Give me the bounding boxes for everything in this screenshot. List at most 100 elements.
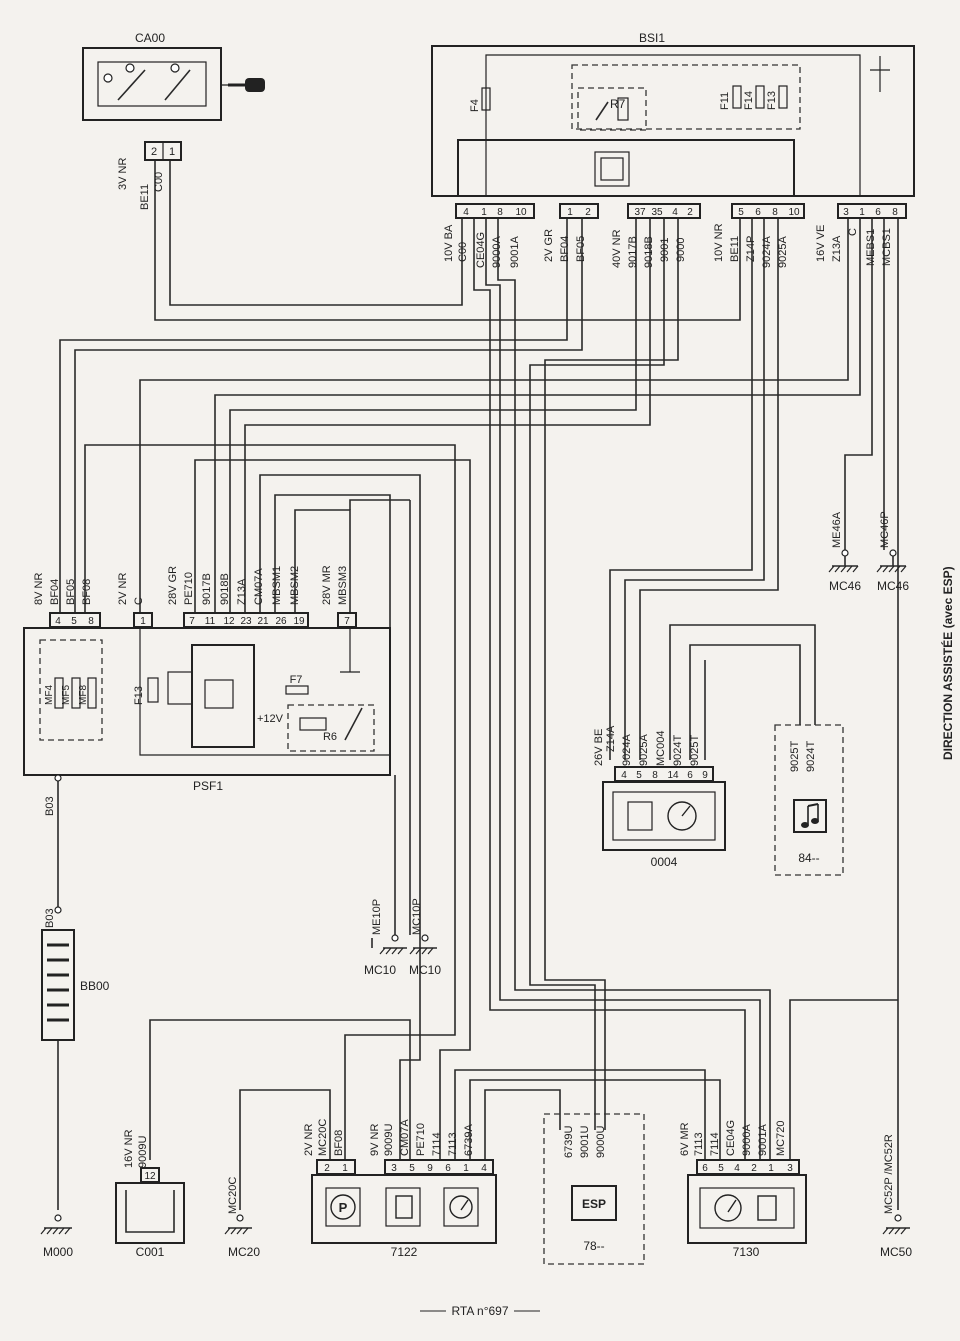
psf1-wire-label: Z13A (236, 578, 248, 605)
psf1-wire-label: BF04 (49, 579, 61, 605)
c7130-pin: 1 (768, 1163, 774, 1174)
bsi1-wire-label: 9001A (509, 236, 521, 268)
instrument-cluster-0004: 26V BE Z14A 9024A 9025A MC004 9024T 9025… (593, 725, 726, 869)
bsi1-connector-label: 10V BA (443, 224, 455, 262)
music-note-icon (801, 803, 819, 828)
c78-title: 78-- (583, 1239, 604, 1253)
bsi1-fuse-label: F11 (719, 92, 731, 110)
bsi1-pin: 5 (738, 207, 744, 218)
c7122-pin: 1 (463, 1163, 469, 1174)
parking-icon: P (330, 1194, 356, 1220)
bsi1-pin: 1 (859, 207, 865, 218)
c7122-pin: 5 (409, 1163, 415, 1174)
ground-wire-label: MC10P (411, 898, 423, 935)
gauge-icon (449, 1195, 473, 1219)
bsi1-pin: 8 (892, 207, 898, 218)
c0004-title: 0004 (651, 855, 678, 869)
c78-wire-label: 6739U (563, 1126, 575, 1158)
bsi1-pin: 37 (634, 207, 646, 218)
psf1-wire-label: 9018B (219, 573, 231, 605)
psf1-connector-label: 8V NR (33, 573, 45, 605)
ground-label: MC46 (829, 579, 861, 593)
psf1-pin: 19 (293, 616, 305, 627)
c0004-pin: 9 (702, 770, 708, 781)
ca00-wire-label: BE11 (139, 184, 151, 210)
mc50-ground: MC52P /MC52R MC50 (880, 1134, 912, 1259)
psf1-pin: 1 (140, 616, 146, 627)
psf1-wire-label: CM07A (253, 568, 265, 605)
c84-wire-label: 9025T (789, 741, 801, 772)
c001-connector-label: 16V NR (123, 1129, 135, 1168)
c78-wire-label: 9001U (579, 1126, 591, 1158)
c7122-pin: 9 (427, 1163, 433, 1174)
m000-ground: M000 (40, 1214, 73, 1259)
bsi1-pin: 3 (843, 207, 849, 218)
svg-text:P: P (339, 1200, 348, 1215)
c7130-pin: 5 (718, 1163, 724, 1174)
b03-label: B03 (44, 796, 56, 816)
c7130-wire-label: 7114 (709, 1132, 721, 1156)
c0004-pin: 8 (652, 770, 658, 781)
c7122-wire-label: 7113 (447, 1132, 459, 1156)
c7130-connector-label: 6V MR (679, 1122, 691, 1156)
psf1-wire-label: C (133, 597, 145, 605)
bsi1-unit: BSI1 R7 F4 F11 F14 F13 (431, 31, 915, 197)
psf1-fuse-label: MF4 (44, 685, 55, 705)
c84-wire-label: 9024T (805, 741, 817, 772)
c84-title: 84-- (798, 851, 819, 865)
bsi1-wire-label: 9025A (777, 236, 789, 268)
c7122-wire-label: 7114 (431, 1132, 443, 1156)
bsi1-connector-label: 40V NR (611, 229, 623, 268)
esp-label: ESP (582, 1197, 606, 1211)
c7122-wire-label: 6739A (463, 1124, 475, 1156)
c7122-pin: 2 (324, 1163, 330, 1174)
bsi1-wire-label: BE11 (729, 236, 741, 262)
psf1-pin: 21 (257, 616, 269, 627)
psf1-pin: 4 (55, 616, 61, 627)
ground-label: MC20 (228, 1245, 260, 1259)
psf1-pin: 7 (344, 616, 350, 627)
ground-label: MC10 (409, 963, 441, 977)
bsi1-fuse-label: F13 (766, 91, 778, 110)
ground-wire-label: MC46P (879, 511, 891, 548)
key-icon (228, 78, 265, 92)
ground-label: MC50 (880, 1245, 912, 1259)
module-7122: 2V NR MC20C BF08 9V NR 9009U CM07A PE710… (303, 1119, 497, 1259)
psf1-wire-label: MBSM3 (337, 566, 349, 605)
ground-wire-label: MC20C (227, 1177, 239, 1214)
ca00-connector-label: 3V NR (117, 158, 129, 190)
bsi1-pin: 2 (687, 207, 693, 218)
psf1-pin: 26 (275, 616, 287, 627)
c7122-pin: 3 (391, 1163, 397, 1174)
bsi1-pin: 10 (515, 207, 527, 218)
psf1-connector-label: 28V MR (321, 565, 333, 605)
psf1-wire-label: MBSM1 (271, 566, 283, 605)
page-footer: RTA n°697 (451, 1304, 508, 1318)
c001-pin: 12 (144, 1171, 156, 1182)
ground-wire-label: ME10P (371, 899, 383, 935)
c7122-connector-label: 9V NR (369, 1124, 381, 1156)
ecu-chip-icon (757, 1195, 777, 1221)
ca00-pin: 2 (151, 146, 157, 158)
bsi1-connector-label: 10V NR (713, 223, 725, 262)
bsi1-pin: 10 (788, 207, 800, 218)
c7130-wire-label: MC720 (775, 1121, 787, 1156)
psf1-title: PSF1 (193, 779, 223, 793)
bsi1-wire-label: 9000 (675, 238, 687, 262)
psf1-fuse-label: MF8 (78, 685, 89, 705)
c7130-pin: 6 (702, 1163, 708, 1174)
bsi1-fuse-label: F14 (743, 91, 755, 110)
bsi1-pin: 8 (497, 207, 503, 218)
c0004-wire-label: MC004 (655, 731, 667, 766)
psf1-fuse-label: MF5 (61, 685, 72, 705)
c001-wire-label: 9009U (137, 1136, 149, 1168)
c0004-wire-label: Z14A (605, 725, 617, 752)
c0004-pin: 5 (636, 770, 642, 781)
c7130-wire-label: 9001A (757, 1124, 769, 1156)
bsi1-pin: 8 (772, 207, 778, 218)
bsi1-wire-label: 9017B (627, 236, 639, 268)
ground-label: MC10 (364, 963, 396, 977)
mc20-ground: MC20C MC20 (224, 1177, 260, 1259)
c0004-pin: 4 (621, 770, 627, 781)
c0004-wire-label: 9025A (638, 734, 650, 766)
